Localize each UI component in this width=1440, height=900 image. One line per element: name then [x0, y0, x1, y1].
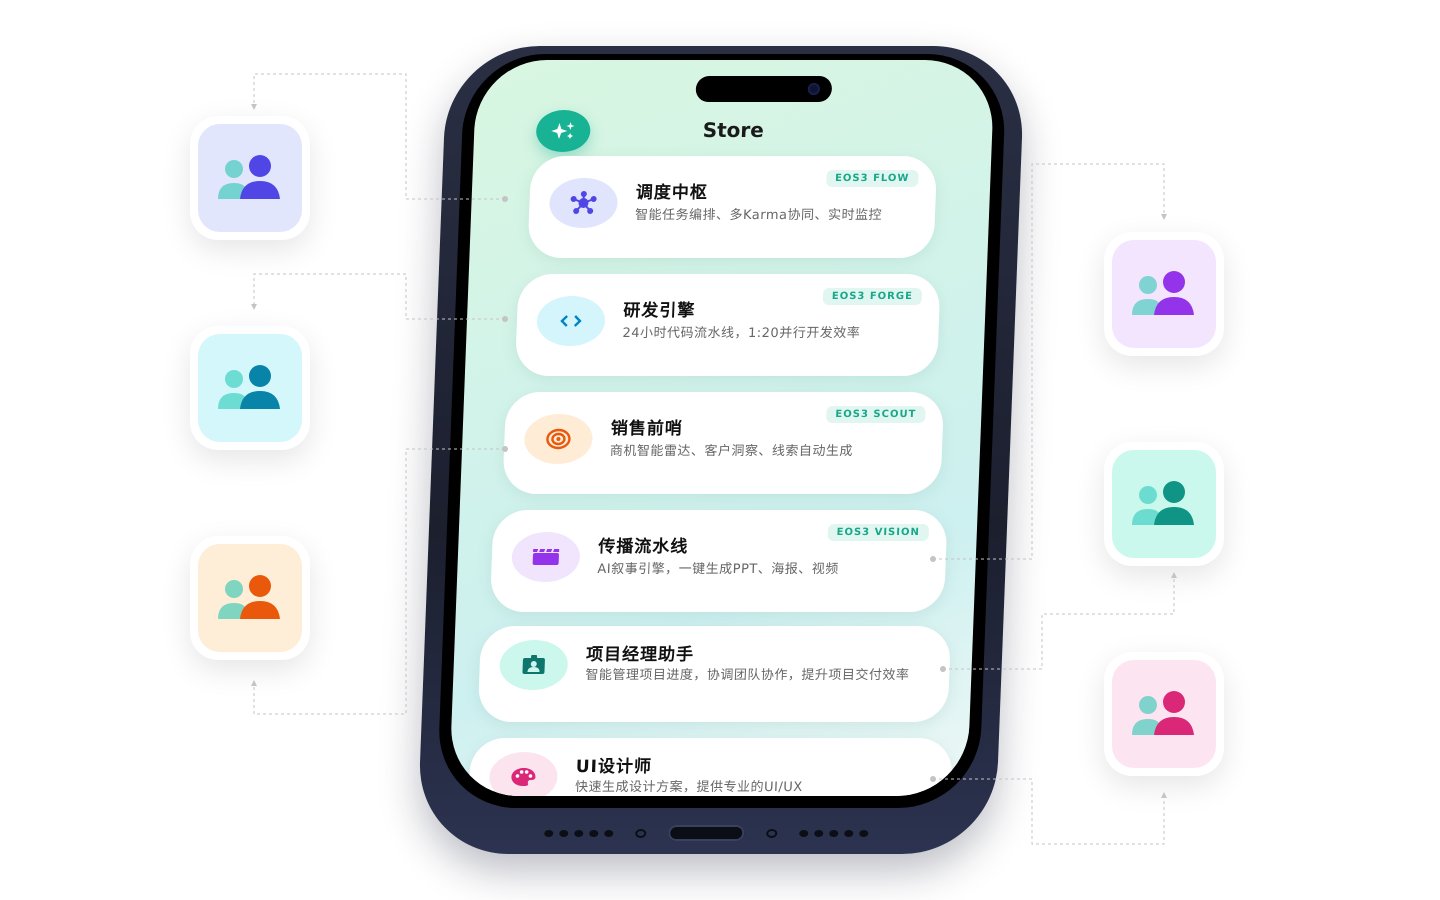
store-card-ui-designer[interactable]: UI设计师 快速生成设计方案，提供专业的UI/UX: [467, 738, 953, 796]
usb-c-port: [667, 825, 745, 841]
card-description: 快速生成设计方案，提供专业的UI/UX: [574, 780, 803, 795]
agent-tile-6[interactable]: [1104, 652, 1224, 776]
users-icon: [1132, 481, 1194, 525]
card-title: 传播流水线: [597, 537, 689, 557]
speaker-grille: [544, 829, 614, 837]
microphone: [766, 828, 778, 838]
status-badge: EOS3 SCOUT: [826, 406, 926, 423]
card-description: 智能任务编排、多Karma协同、实时监控: [634, 208, 883, 223]
sparkles-icon: [551, 122, 575, 139]
card-icon-bg: [535, 296, 606, 346]
dynamic-island: [695, 76, 833, 102]
agent-tile-3[interactable]: [190, 536, 310, 660]
card-title: 研发引擎: [622, 301, 696, 321]
users-icon: [1132, 691, 1194, 735]
users-icon: [218, 575, 280, 619]
users-icon: [218, 155, 280, 199]
network-hub-icon: [570, 191, 597, 214]
clapperboard-icon: [532, 549, 560, 565]
store-card-flow[interactable]: 调度中枢 智能任务编排、多Karma协同、实时监控 EOS3 FLOW: [527, 156, 938, 258]
store-card-pm-assistant[interactable]: 项目经理助手 智能管理项目进度，协调团队协作，提升项目交付效率: [477, 626, 952, 722]
agent-tile-4[interactable]: [1104, 232, 1224, 356]
agent-tile-bg: [1112, 240, 1216, 348]
agent-tile-bg: [198, 124, 302, 232]
agent-tile-bg: [1112, 450, 1216, 558]
card-icon-bg: [488, 752, 559, 796]
users-icon: [1132, 271, 1194, 315]
app-screen: Store 调度中枢 智能任务编排、多Karma协同、实时监控 EOS3 FLO…: [448, 60, 995, 796]
card-description: 智能管理项目进度，协调团队协作，提升项目交付效率: [585, 668, 910, 683]
phone-bottom-edge: [417, 820, 996, 846]
agent-tile-bg: [198, 544, 302, 652]
card-title: 调度中枢: [635, 183, 709, 203]
status-badge: EOS3 FORGE: [822, 288, 923, 305]
phone-mockup: Store 调度中枢 智能任务编排、多Karma协同、实时监控 EOS3 FLO…: [416, 46, 1026, 854]
sparkles-button[interactable]: [535, 110, 592, 152]
radar-target-icon: [546, 428, 571, 450]
card-description: 商机智能雷达、客户洞察、线索自动生成: [609, 444, 854, 459]
camera-icon: [807, 83, 821, 95]
card-title: 项目经理助手: [585, 645, 695, 665]
card-icon-bg: [498, 640, 569, 690]
agent-tile-bg: [198, 334, 302, 442]
store-card-forge[interactable]: 研发引擎 24小时代码流水线，1:20并行开发效率 EOS3 FORGE: [514, 274, 941, 376]
card-icon-bg: [523, 414, 594, 464]
status-badge: EOS3 VISION: [827, 524, 930, 541]
palette-icon: [511, 768, 536, 786]
page-title: Store: [702, 118, 765, 142]
agent-tile-1[interactable]: [190, 116, 310, 240]
card-icon-bg: [510, 532, 581, 582]
code-brackets-icon: [560, 315, 582, 327]
card-title: UI设计师: [575, 757, 653, 777]
agent-tile-bg: [1112, 660, 1216, 768]
speaker-grille: [799, 829, 869, 837]
users-icon: [218, 365, 280, 409]
store-card-scout[interactable]: 销售前哨 商机智能雷达、客户洞察、线索自动生成 EOS3 SCOUT: [502, 392, 945, 494]
id-badge-icon: [522, 655, 545, 674]
status-badge: EOS3 FLOW: [825, 170, 919, 187]
card-description: 24小时代码流水线，1:20并行开发效率: [622, 326, 861, 341]
agent-tile-2[interactable]: [190, 326, 310, 450]
store-card-vision[interactable]: 传播流水线 AI叙事引擎，一键生成PPT、海报、视频 EOS3 VISION: [489, 510, 948, 612]
agent-tile-5[interactable]: [1104, 442, 1224, 566]
card-icon-bg: [548, 178, 619, 228]
card-description: AI叙事引擎，一键生成PPT、海报、视频: [597, 562, 840, 577]
microphone: [635, 828, 647, 838]
card-title: 销售前哨: [610, 419, 684, 439]
